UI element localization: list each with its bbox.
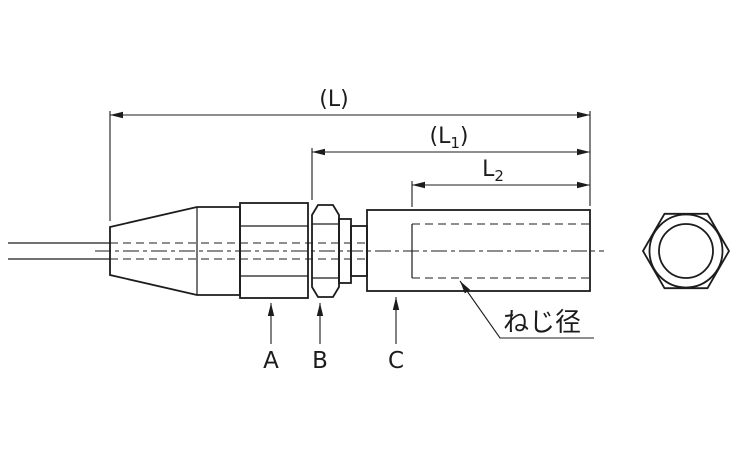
hex-nut-a [239,202,309,299]
thread-leader-line [459,280,594,339]
dim-l2-main: L [482,157,495,182]
part-callouts: A B C [263,297,404,374]
part-c-label: C [388,348,404,374]
dim-l1-subscript: 1 [450,134,460,152]
body-c [366,209,591,292]
cable-hidden-lines [110,242,365,260]
inscribed-circle [648,213,724,289]
bore-circle [658,223,714,279]
cable-lines [8,242,110,260]
dim-l-label: (L) [319,87,348,112]
dim-l2-label: L2 [482,157,504,185]
thread-diameter-label: ねじ径 [503,308,581,338]
dimension-l: (L) [109,87,591,221]
thread-callout: ねじ径 [459,280,594,339]
end-view [641,212,731,290]
side-view [8,202,604,299]
hex-nut-a-flats [240,225,308,277]
dim-l1-main: (L [430,124,452,149]
dimension-l2: L2 [411,157,590,207]
dimension-l1: (L1) [311,124,590,200]
thread-hidden-lines [412,223,589,279]
part-b-label: B [312,348,328,374]
dim-l1-label: (L1) [430,124,469,152]
nut-b-flats [312,223,339,279]
dim-l2-subscript: 2 [494,167,504,185]
part-a-label: A [263,348,279,374]
hexagon-outline [641,212,731,290]
dim-l1-close: ) [460,124,469,149]
nut-b [311,204,340,298]
